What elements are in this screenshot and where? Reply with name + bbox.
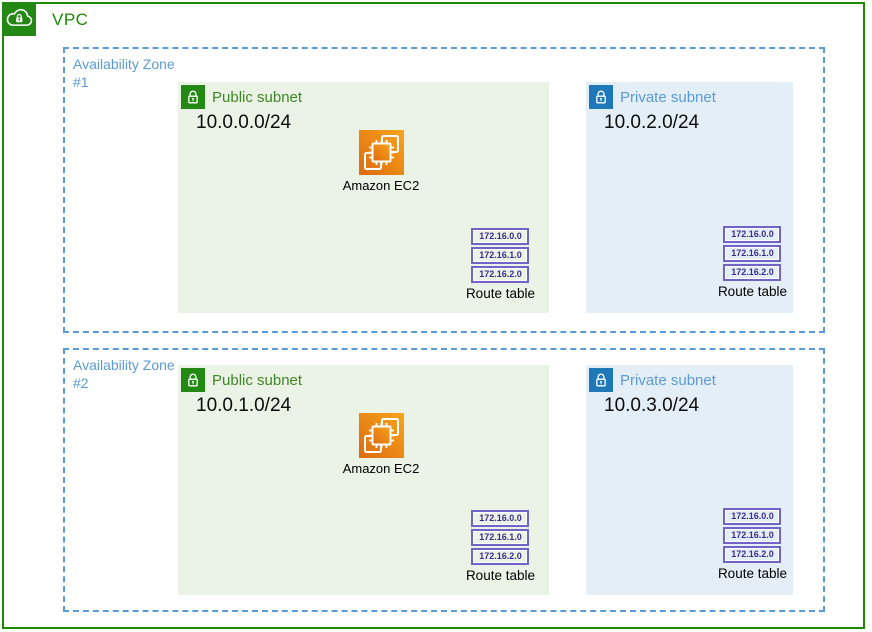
private-subnet-az1: Private subnet 10.0.2.0/24 172.16.0.0 17… bbox=[586, 82, 793, 313]
az-label-line1: Availability Zone bbox=[73, 357, 175, 373]
route-entry: 172.16.0.0 bbox=[723, 508, 782, 525]
vpc-title: VPC bbox=[52, 10, 89, 29]
public-subnet-az1-label: Public subnet bbox=[212, 89, 303, 106]
private-subnet-az1-label: Private subnet bbox=[620, 89, 716, 106]
az-label-line2: #2 bbox=[73, 375, 89, 391]
ec2-chip-icon bbox=[358, 413, 404, 458]
route-entry: 172.16.1.0 bbox=[471, 529, 530, 546]
route-table-label: Route table bbox=[717, 284, 787, 299]
availability-zone-1-label: Availability Zone #1 bbox=[73, 55, 175, 91]
route-table-label: Route table bbox=[465, 568, 535, 583]
vpc-cloud-lock-icon bbox=[2, 2, 36, 36]
route-entry: 172.16.2.0 bbox=[723, 264, 782, 281]
route-entry: 172.16.0.0 bbox=[471, 510, 530, 527]
route-entry: 172.16.2.0 bbox=[723, 546, 782, 563]
private-subnet-az2: Private subnet 10.0.3.0/24 172.16.0.0 17… bbox=[586, 365, 793, 595]
route-entry: 172.16.0.0 bbox=[723, 226, 782, 243]
availability-zone-2-label: Availability Zone #2 bbox=[73, 356, 175, 392]
route-table-public-az2: 172.16.0.0 172.16.1.0 172.16.2.0 Route t… bbox=[466, 509, 535, 583]
route-table-private-az1: 172.16.0.0 172.16.1.0 172.16.2.0 Route t… bbox=[718, 225, 787, 299]
private-subnet-az1-cidr: 10.0.2.0/24 bbox=[604, 112, 700, 133]
route-table-label: Route table bbox=[717, 566, 787, 581]
ec2-label: Amazon EC2 bbox=[342, 178, 420, 193]
az-label-line1: Availability Zone bbox=[73, 56, 175, 72]
public-subnet-az2-label: Public subnet bbox=[212, 372, 303, 389]
route-entry: 172.16.2.0 bbox=[471, 266, 530, 283]
route-entry: 172.16.0.0 bbox=[471, 228, 530, 245]
public-subnet-az1-cidr: 10.0.0.0/24 bbox=[196, 112, 292, 133]
availability-zone-1: Availability Zone #1 Public subnet 10.0.… bbox=[63, 47, 825, 333]
private-subnet-az2-label: Private subnet bbox=[620, 372, 716, 389]
public-subnet-az2: Public subnet 10.0.1.0/24 A bbox=[178, 365, 549, 595]
az-label-line2: #1 bbox=[73, 74, 89, 90]
ec2-instance-az2: Amazon EC2 bbox=[326, 413, 436, 476]
route-entry: 172.16.1.0 bbox=[723, 245, 782, 262]
private-subnet-az2-cidr: 10.0.3.0/24 bbox=[604, 395, 700, 416]
route-table-label: Route table bbox=[465, 286, 535, 301]
route-entry: 172.16.2.0 bbox=[471, 548, 530, 565]
private-subnet-padlock-icon bbox=[589, 368, 613, 392]
ec2-label: Amazon EC2 bbox=[342, 461, 420, 476]
public-subnet-az2-cidr: 10.0.1.0/24 bbox=[196, 395, 292, 416]
ec2-instance-az1: Amazon EC2 bbox=[326, 130, 436, 193]
route-entry: 172.16.1.0 bbox=[471, 247, 530, 264]
public-subnet-padlock-icon bbox=[181, 368, 205, 392]
availability-zone-2: Availability Zone #2 Public subnet 10.0.… bbox=[63, 348, 825, 612]
route-table-public-az1: 172.16.0.0 172.16.1.0 172.16.2.0 Route t… bbox=[466, 227, 535, 301]
public-subnet-padlock-icon bbox=[181, 85, 205, 109]
public-subnet-az1: Public subnet 10.0.0.0/24 A bbox=[178, 82, 549, 313]
route-entry: 172.16.1.0 bbox=[723, 527, 782, 544]
private-subnet-padlock-icon bbox=[589, 85, 613, 109]
ec2-chip-icon bbox=[358, 130, 404, 175]
route-table-private-az2: 172.16.0.0 172.16.1.0 172.16.2.0 Route t… bbox=[718, 507, 787, 581]
